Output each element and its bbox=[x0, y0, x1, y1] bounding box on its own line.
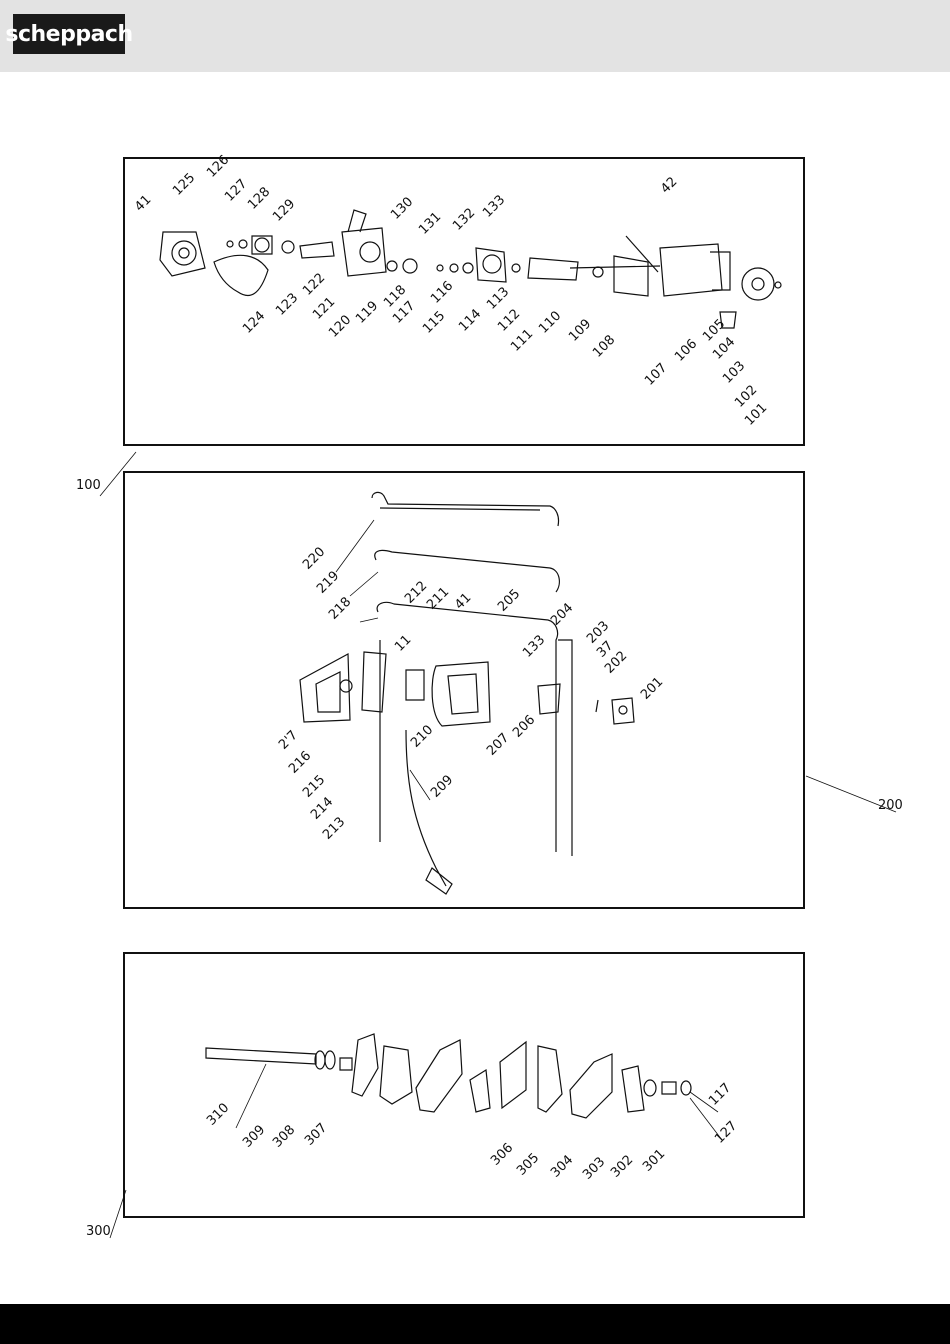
footer-band bbox=[0, 1304, 950, 1344]
group-label-300: 300 bbox=[86, 1225, 111, 1238]
group-label-200: 200 bbox=[878, 799, 903, 812]
group-label-100: 100 bbox=[76, 479, 101, 492]
